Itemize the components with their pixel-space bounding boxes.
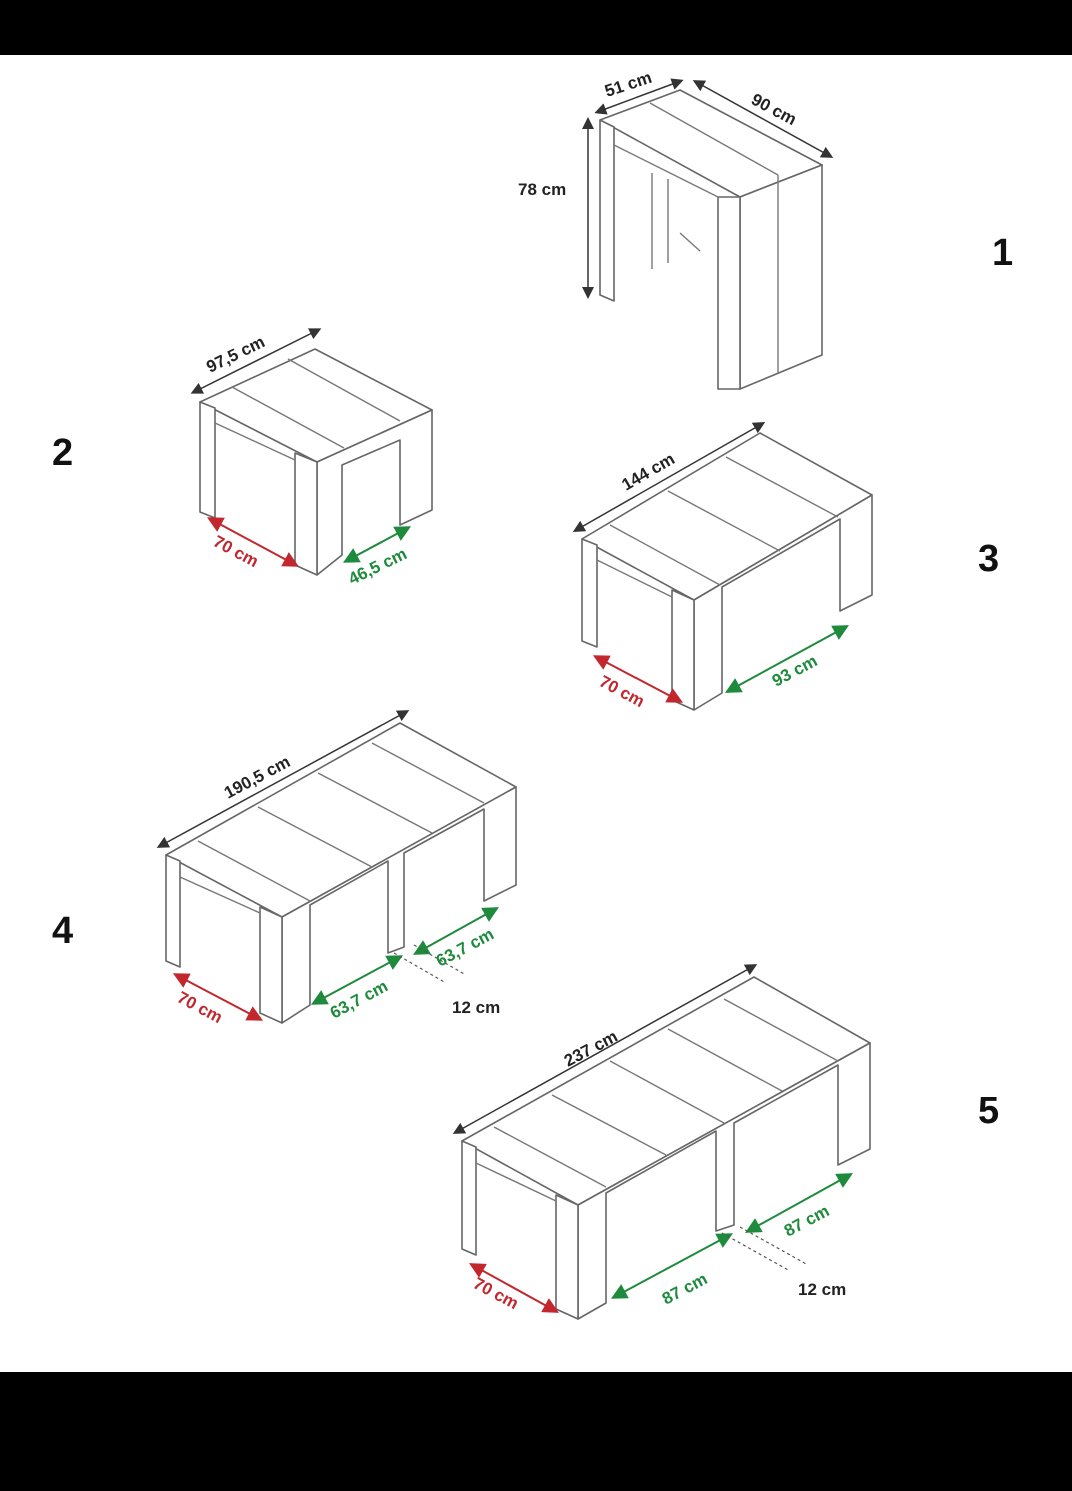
step-4-green-b-label: 63,7 cm — [433, 924, 497, 970]
step-3-number: 3 — [978, 538, 999, 580]
table-step-4 — [156, 710, 517, 1024]
extendable-table-diagram: 51 cm 90 cm 78 cm 1 97,5 cm 70 cm 46,5 c… — [52, 68, 1013, 1320]
table-step-1 — [582, 78, 834, 390]
step-4-number: 4 — [52, 910, 73, 952]
step-1-width-label: 90 cm — [748, 90, 799, 129]
table-step-2 — [190, 328, 433, 576]
step-5-green-b-label: 87 cm — [781, 1201, 832, 1240]
step-2-green-label: 46,5 cm — [345, 544, 409, 588]
step-1-depth-label: 51 cm — [602, 68, 654, 101]
step-4-red-label: 70 cm — [174, 988, 225, 1027]
step-5-green-a-label: 87 cm — [659, 1269, 710, 1308]
table-step-5 — [452, 964, 871, 1320]
diagram-canvas: 51 cm 90 cm 78 cm 1 97,5 cm 70 cm 46,5 c… — [0, 55, 1072, 1372]
step-4-gap-label: 12 cm — [452, 998, 500, 1017]
step-5-red-label: 70 cm — [470, 1274, 521, 1313]
step-1-height-label: 78 cm — [518, 180, 566, 199]
step-1-number: 1 — [992, 232, 1013, 274]
step-3-red-label: 70 cm — [596, 672, 647, 711]
step-3-green-label: 93 cm — [769, 651, 820, 690]
step-5-number: 5 — [978, 1090, 999, 1132]
step-2-red-label: 70 cm — [210, 532, 261, 571]
step-2-length-label: 97,5 cm — [203, 332, 267, 376]
step-2-number: 2 — [52, 432, 73, 474]
step-4-green-a-label: 63,7 cm — [327, 976, 391, 1022]
bottom-black-bar — [0, 1372, 1072, 1491]
top-black-bar — [0, 0, 1072, 55]
table-step-3 — [572, 422, 873, 711]
step-5-gap-label: 12 cm — [798, 1280, 846, 1299]
